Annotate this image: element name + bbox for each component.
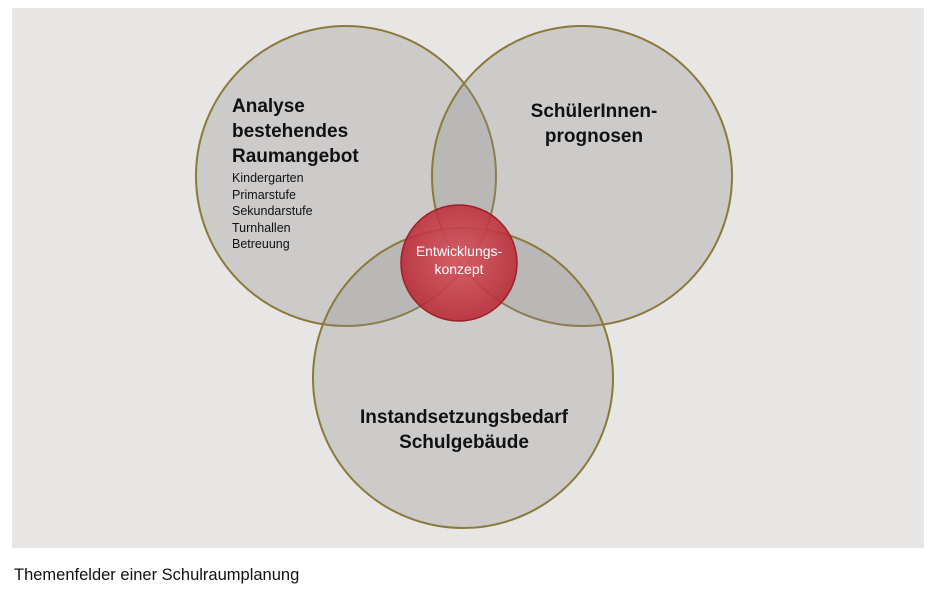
circle-center	[400, 204, 518, 322]
analyse-title-line: bestehendes	[232, 121, 349, 142]
prognosen-title-line: prognosen	[544, 126, 644, 147]
instandsetzung-title: Instandsetzungsbedarf Schulgebäude	[324, 405, 604, 455]
instandsetzung-title-line: Schulgebäude	[399, 432, 529, 453]
prognosen-title: SchülerInnen- prognosen	[492, 99, 696, 149]
prognosen-title-line: SchülerInnen-	[530, 101, 658, 122]
list-item: Sekundarstufe	[232, 204, 313, 218]
figure-caption: Themenfelder einer Schulraumplanung	[14, 566, 300, 584]
analyse-title-line: Raumangebot	[232, 146, 359, 167]
list-item: Turnhallen	[232, 220, 291, 235]
center-title-line: Entwicklungs-	[415, 243, 503, 259]
list-item: Kindergarten	[232, 171, 304, 185]
center-title-line: konzept	[434, 261, 484, 277]
list-item: Betreuung	[232, 237, 290, 251]
analyse-item-list: Kindergarten Primarstufe Sekundarstufe T…	[232, 170, 382, 253]
venn-circles	[195, 25, 733, 529]
instandsetzung-title-line: Instandsetzungsbedarf	[360, 407, 568, 428]
center-title: Entwicklungs- konzept	[398, 242, 520, 278]
list-item: Primarstufe	[232, 187, 296, 202]
venn-diagram: Analyse bestehendes Raumangebot Kinderga…	[12, 8, 924, 548]
analyse-title: Analyse bestehendes Raumangebot	[232, 94, 432, 169]
analyse-title-line: Analyse	[232, 96, 305, 117]
